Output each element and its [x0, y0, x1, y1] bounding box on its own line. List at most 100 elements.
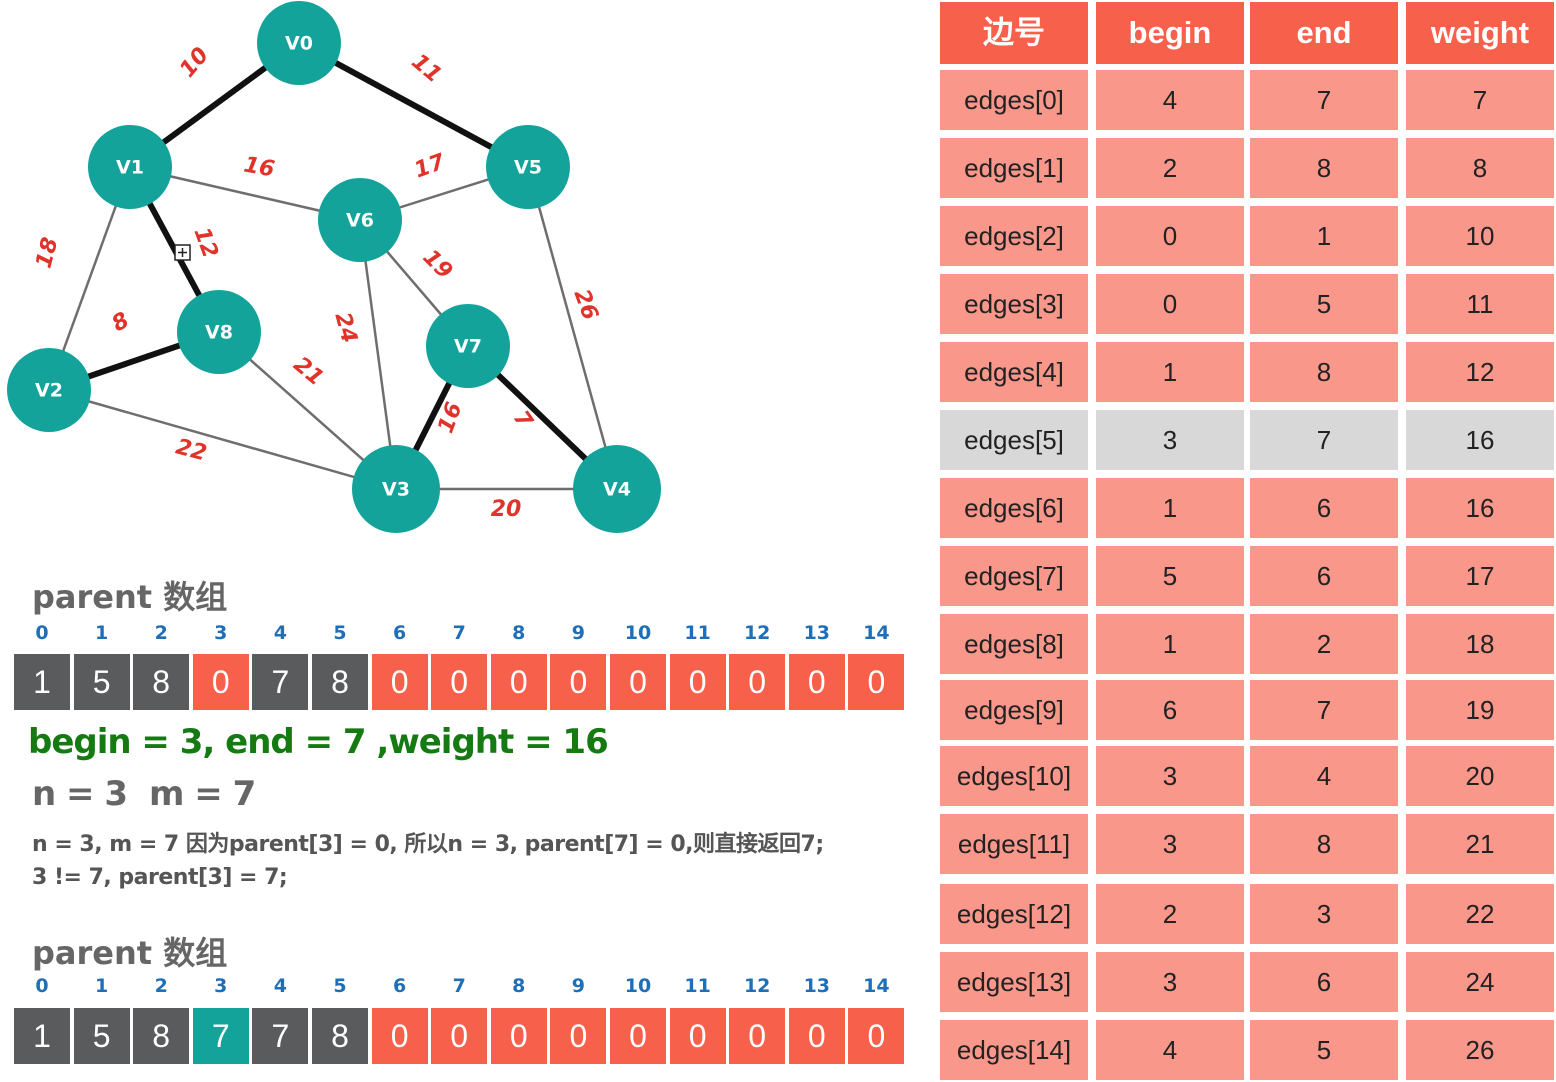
node-label: V8 — [205, 322, 233, 344]
table-cell: edges[13] — [940, 952, 1088, 1012]
explanation-line-2: 3 != 7, parent[3] = 7; — [32, 865, 288, 890]
parent-cell-13: 0 — [788, 1008, 845, 1064]
table-cell: 5 — [1096, 546, 1244, 606]
edge-weight-label: 22 — [173, 434, 209, 466]
edge-weight-label: 12 — [188, 224, 222, 261]
parent-index-label: 6 — [392, 975, 407, 997]
parent-cell-2: 8 — [133, 654, 190, 710]
parent-index-label: 0 — [35, 622, 49, 644]
node-circle — [257, 1, 341, 85]
node-circle — [573, 445, 661, 533]
parent-cell-6: 0 — [371, 654, 428, 710]
parent-cell-3: 0 — [192, 654, 249, 710]
table-cell: 10 — [1406, 206, 1554, 266]
node-label: V7 — [454, 336, 482, 358]
table-cell: 18 — [1406, 614, 1554, 674]
table-cell: 6 — [1250, 952, 1398, 1012]
parent-cell-8: 0 — [490, 654, 547, 710]
table-cell: edges[3] — [940, 274, 1088, 334]
node-v4: V4 — [573, 445, 661, 533]
node-circle — [318, 178, 402, 262]
parent-index-label: 12 — [743, 622, 771, 644]
parent-cell-12: 0 — [729, 654, 786, 710]
table-cell: edges[11] — [940, 814, 1088, 874]
parent-cell-14: 0 — [848, 654, 905, 710]
table-cell: 5 — [1250, 274, 1398, 334]
table-cell: 8 — [1250, 138, 1398, 198]
table-cell: 6 — [1250, 546, 1398, 606]
parent-cell-5: 8 — [312, 654, 368, 710]
table-cell: 17 — [1406, 546, 1554, 606]
node-circle — [88, 125, 172, 209]
edge-weight-label: 18 — [31, 235, 63, 271]
table-cell: edges[2] — [940, 206, 1088, 266]
node-v0: V0 — [257, 1, 341, 85]
table-cell: 4 — [1096, 70, 1244, 130]
parent-cell-1: 5 — [73, 654, 130, 710]
table-cell: edges[9] — [940, 680, 1088, 740]
table-cell: 1 — [1096, 342, 1244, 402]
parent-index-label: 8 — [512, 622, 526, 644]
parent-cell-8: 0 — [490, 1008, 547, 1064]
table-cell: 0 — [1096, 274, 1244, 334]
parent-index-label: 14 — [863, 975, 890, 997]
table-cell: 4 — [1096, 1020, 1244, 1080]
edge-weight-label: 26 — [568, 286, 602, 323]
parent-index-label: 1 — [94, 975, 109, 997]
table-cell: 11 — [1406, 274, 1554, 334]
parent-index-label: 3 — [214, 622, 228, 644]
parent-index-label: 2 — [154, 622, 168, 644]
table-cell: 1 — [1096, 614, 1244, 674]
table-cell: edges[10] — [940, 746, 1088, 806]
table-cell: edges[14] — [940, 1020, 1088, 1080]
parent-index-label: 0 — [35, 975, 49, 997]
edge-weight-label: 21 — [289, 352, 329, 391]
edge-v6-v3 — [358, 218, 398, 491]
node-circle — [177, 290, 261, 374]
parent-index-label: 14 — [863, 622, 890, 644]
parent-cell-3: 7 — [192, 1008, 249, 1064]
node-label: V3 — [382, 479, 410, 501]
table-cell: 8 — [1250, 342, 1398, 402]
parent-cell-0: 1 — [14, 654, 70, 710]
table-cell: edges[4] — [940, 342, 1088, 402]
edge-weight-label: 20 — [491, 497, 522, 522]
node-circle — [426, 304, 510, 388]
table-cell: edges[8] — [940, 614, 1088, 674]
table-cell: edges[12] — [940, 884, 1088, 944]
table-cell: 8 — [1406, 138, 1554, 198]
parent-array-title-top: parent 数组 — [32, 578, 228, 616]
parent-cell-4: 7 — [252, 1008, 309, 1064]
parent-index-label: 11 — [684, 622, 711, 644]
node-circle — [352, 445, 440, 533]
parent-cell-6: 0 — [371, 1008, 428, 1064]
table-cell: 3 — [1096, 746, 1244, 806]
table-cell: 19 — [1406, 680, 1554, 740]
table-cell: 3 — [1096, 814, 1244, 874]
column-header-weight: weight — [1406, 2, 1554, 64]
table-cell: edges[6] — [940, 478, 1088, 538]
parent-cell-7: 0 — [431, 654, 488, 710]
table-cell: 3 — [1250, 884, 1398, 944]
table-cell: 0 — [1096, 206, 1244, 266]
node-v1: V1 — [88, 125, 172, 209]
node-v3: V3 — [352, 445, 440, 533]
parent-index-label: 1 — [94, 622, 109, 644]
table-cell: 2 — [1096, 138, 1244, 198]
parent-index-label: 13 — [803, 622, 831, 644]
parent-index-label: 7 — [452, 975, 466, 997]
m-value: m = 7 — [149, 774, 256, 814]
parent-index-label: 4 — [273, 975, 287, 997]
table-cell: 7 — [1250, 680, 1398, 740]
parent-index-label: 3 — [214, 975, 228, 997]
parent-cell-1: 5 — [73, 1008, 130, 1064]
edge-v5-v4 — [526, 165, 619, 491]
parent-index-label: 12 — [743, 975, 771, 997]
table-cell: 12 — [1406, 342, 1554, 402]
table-cell: 1 — [1096, 478, 1244, 538]
column-header-end: end — [1250, 2, 1398, 64]
